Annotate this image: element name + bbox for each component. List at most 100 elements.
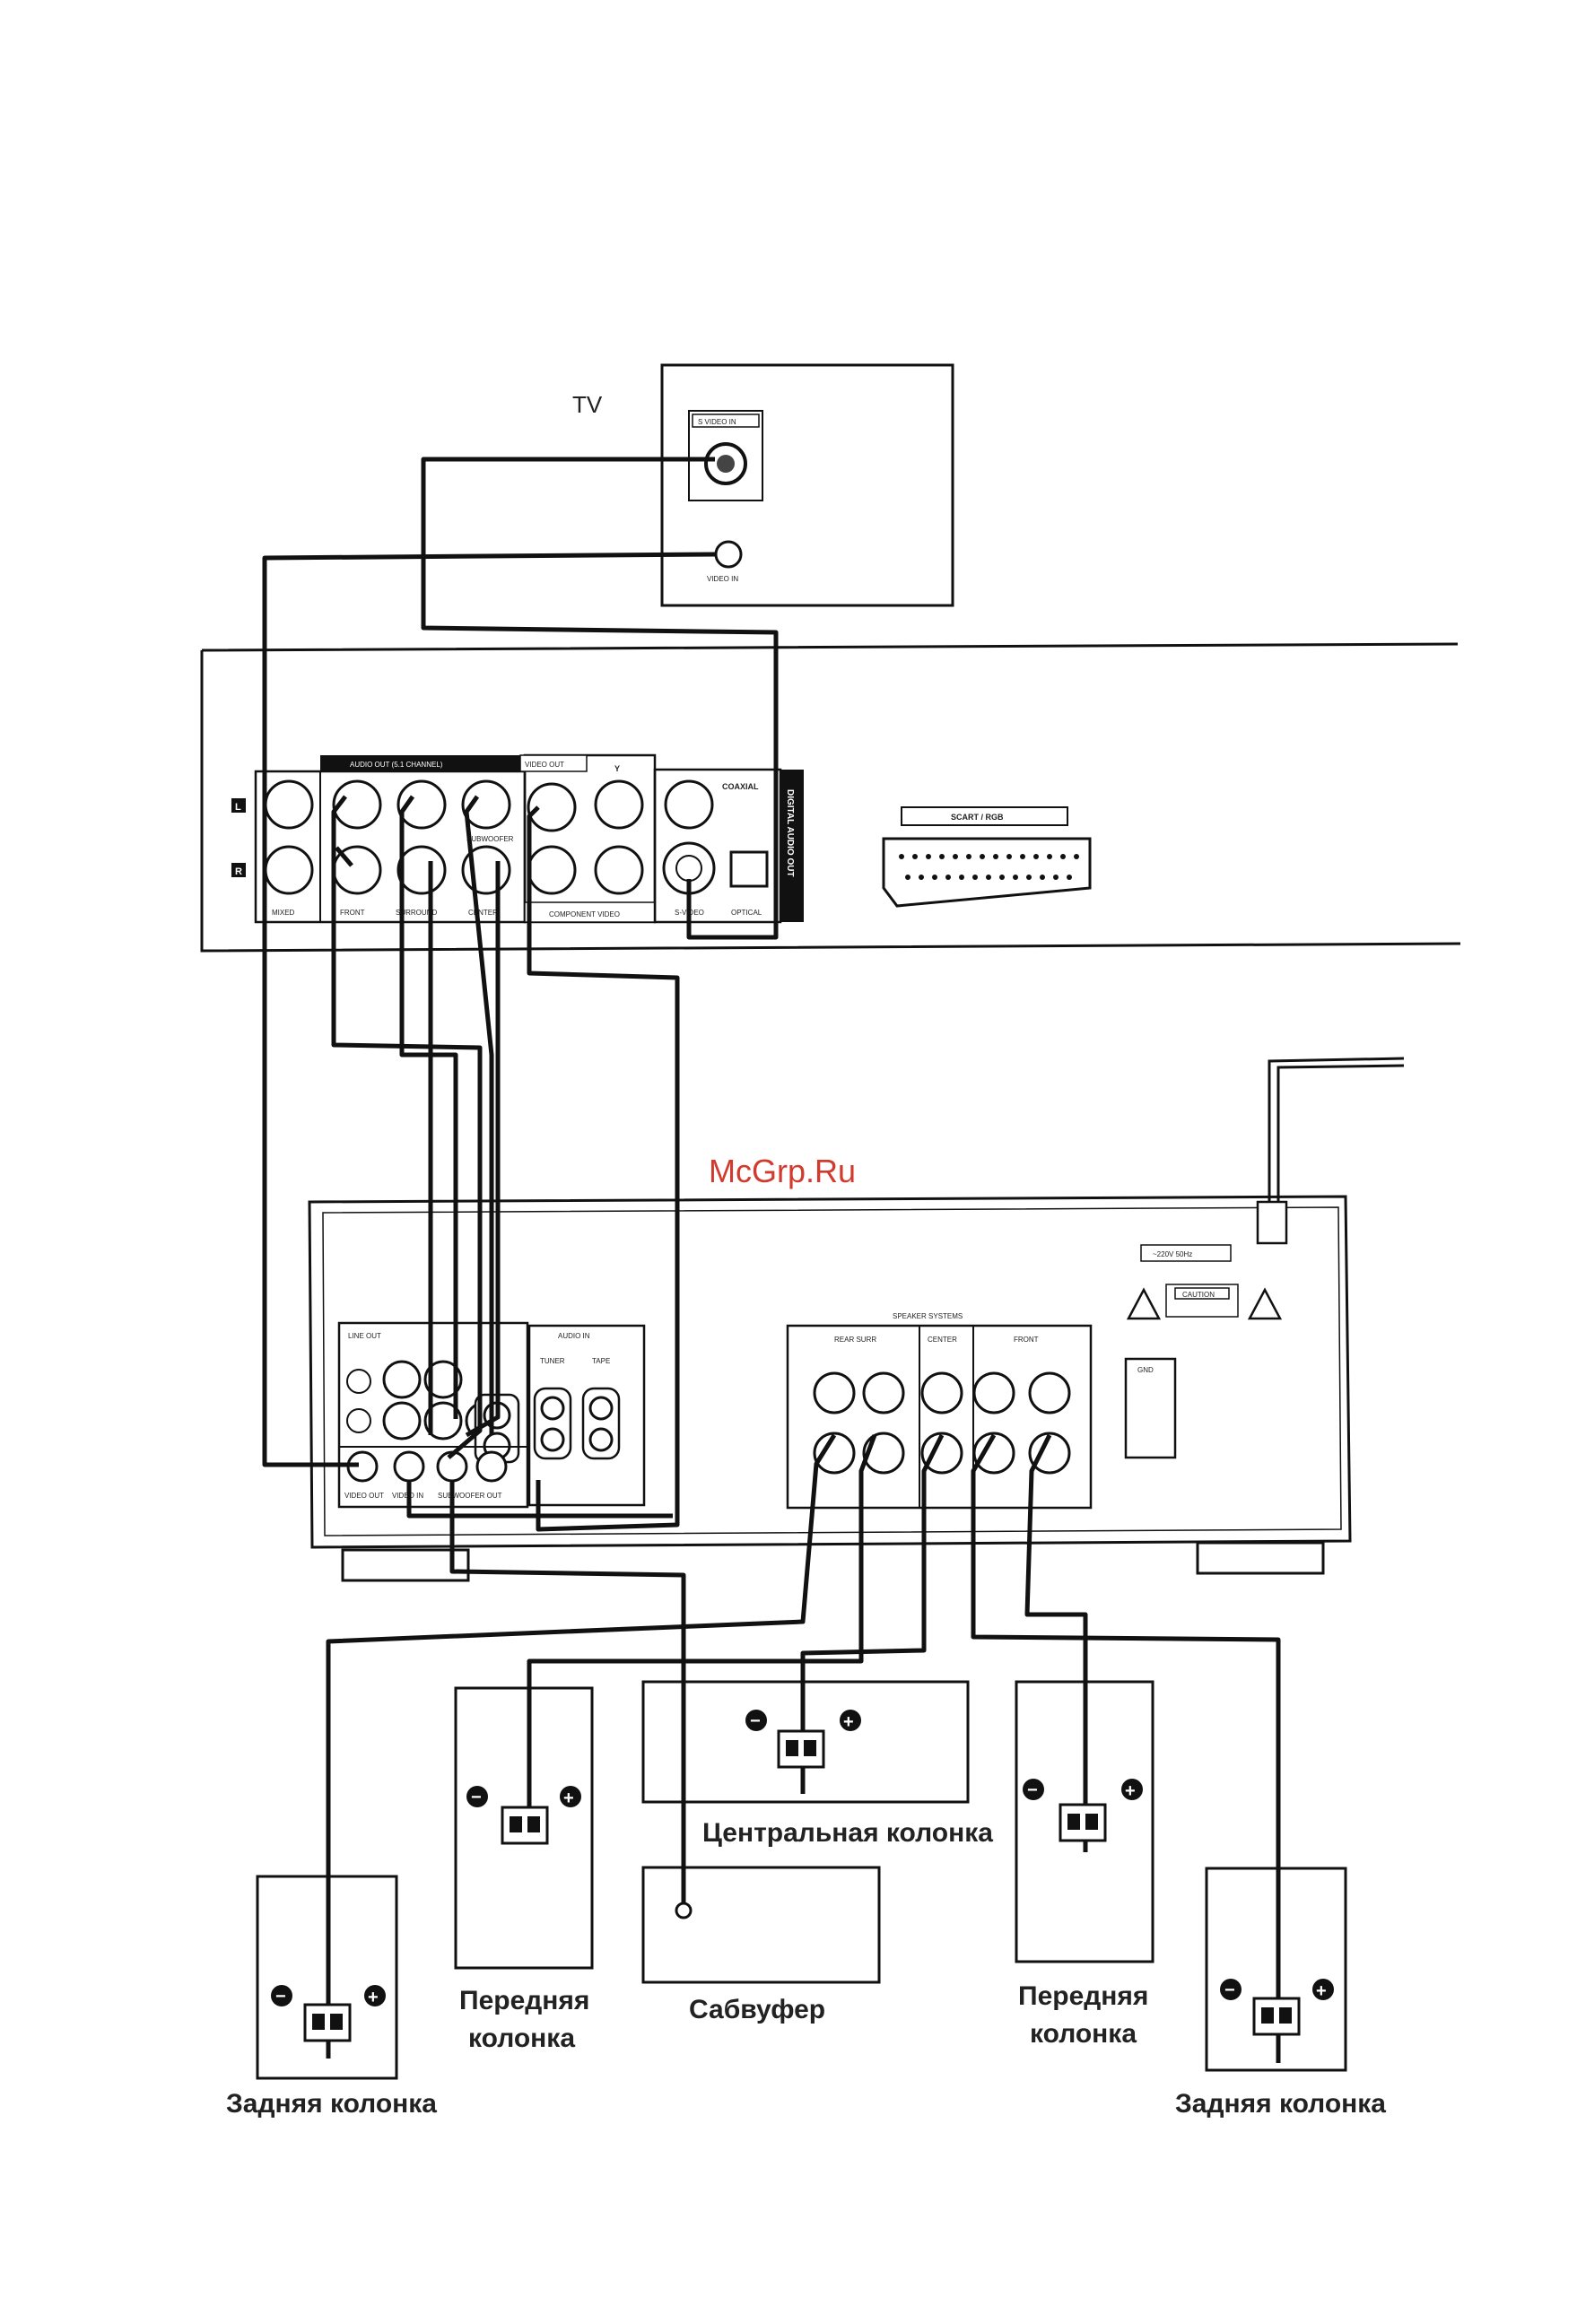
dvd-coaxial-jack[interactable] bbox=[664, 779, 714, 830]
receiver-front: FRONT bbox=[1014, 1336, 1039, 1344]
dvd-jack-center[interactable] bbox=[461, 779, 511, 895]
rear-right-minus-icon bbox=[1220, 1979, 1242, 2000]
front-left-terminal[interactable] bbox=[501, 1806, 549, 1845]
tv-panel: TV S VIDEO IN VIDEO IN bbox=[572, 363, 954, 607]
svg-text:+: + bbox=[1316, 1981, 1327, 2001]
front-right-terminal[interactable] bbox=[1059, 1803, 1107, 1842]
front-right-plus-icon bbox=[1121, 1779, 1143, 1800]
dvd-jack-front[interactable] bbox=[332, 779, 382, 895]
receiver-dvd-fl-jack[interactable] bbox=[382, 1360, 422, 1399]
dvd-coaxial-label: COAXIAL bbox=[722, 782, 759, 791]
terminal-front-r-minus[interactable] bbox=[1028, 1432, 1071, 1475]
front-left-plus-icon bbox=[560, 1786, 581, 1807]
tv-svideo-label: S VIDEO IN bbox=[698, 418, 736, 426]
front-left-label-2: колонка bbox=[468, 2024, 575, 2053]
dvd-scart-label: SCART / RGB bbox=[951, 813, 1004, 822]
receiver-center: CENTER bbox=[928, 1336, 957, 1344]
receiver-speaker-systems: SPEAKER SYSTEMS bbox=[893, 1312, 963, 1320]
receiver-video-in-jack[interactable] bbox=[393, 1450, 425, 1483]
svg-text:+: + bbox=[563, 1789, 574, 1808]
center-plus-icon bbox=[840, 1710, 861, 1731]
terminal-front-r-plus[interactable] bbox=[1028, 1371, 1071, 1414]
dvd-pr-jack[interactable] bbox=[594, 845, 644, 895]
dvd-label-center: CENTER bbox=[468, 909, 498, 917]
terminal-rear-l-minus[interactable] bbox=[813, 1432, 856, 1475]
tv-video-in-jack[interactable] bbox=[714, 540, 743, 569]
receiver-audio-in: AUDIO IN bbox=[558, 1332, 590, 1340]
rear-right-plus-icon bbox=[1312, 1979, 1334, 2000]
dvd-scart-connector[interactable] bbox=[882, 837, 1092, 908]
receiver-tuner: TUNER bbox=[540, 1357, 565, 1365]
svg-text:−: − bbox=[275, 1987, 286, 2006]
dvd-optical-label: OPTICAL bbox=[731, 909, 762, 917]
tv-title: TV bbox=[572, 391, 603, 418]
speaker-front-left: − + Передняя колонка bbox=[454, 1686, 594, 2053]
dvd-label-subwoofer: SUBWOOFER bbox=[466, 835, 514, 843]
dvd-l-label: L bbox=[235, 802, 241, 813]
dvd-component-video-label: COMPONENT VIDEO bbox=[549, 910, 620, 918]
center-minus-icon bbox=[745, 1710, 767, 1731]
dvd-video-out-jack[interactable] bbox=[527, 782, 577, 832]
dvd-label-mixed: MIXED bbox=[272, 909, 295, 917]
dvd-audio-out-header: AUDIO OUT (5.1 CHANNEL) bbox=[350, 761, 443, 769]
rear-left-plus-icon bbox=[364, 1985, 386, 2006]
receiver-rear-surr: REAR SURR bbox=[834, 1336, 876, 1344]
speaker-front-right: − + Передняя колонка bbox=[1015, 1680, 1154, 2049]
svg-text:−: − bbox=[471, 1788, 482, 1807]
dvd-player: L R AUDIO OUT (5.1 CHANNEL) MIXED FRONT … bbox=[200, 642, 1461, 953]
front-left-minus-icon bbox=[466, 1786, 488, 1807]
receiver-sub-out-label: SUBWOOFER OUT bbox=[438, 1492, 502, 1500]
front-left-label-1: Передняя bbox=[459, 1986, 589, 2015]
terminal-front-l-minus[interactable] bbox=[972, 1432, 1015, 1475]
rear-left-terminal[interactable] bbox=[303, 2003, 352, 2042]
dvd-y-jack[interactable] bbox=[594, 779, 644, 830]
receiver-video-out-label: VIDEO OUT bbox=[344, 1492, 384, 1500]
rear-left-minus-icon bbox=[271, 1985, 292, 2006]
svg-text:−: − bbox=[1224, 1980, 1235, 2000]
dvd-video-out-header: VIDEO OUT bbox=[525, 761, 564, 769]
tv-video-in-label: VIDEO IN bbox=[707, 575, 738, 583]
dvd-y-label: Y bbox=[614, 764, 620, 773]
dvd-pb-jack[interactable] bbox=[527, 845, 577, 895]
front-right-label-2: колонка bbox=[1030, 2019, 1137, 2049]
dvd-jack-surround[interactable] bbox=[396, 779, 447, 895]
receiver-tape: TAPE bbox=[592, 1357, 610, 1365]
receiver-gnd: GND bbox=[1137, 1366, 1154, 1374]
dvd-r-label: R bbox=[235, 866, 242, 877]
receiver-dvd-sr-jack[interactable] bbox=[423, 1401, 463, 1441]
center-terminal[interactable] bbox=[777, 1729, 825, 1769]
dvd-optical-jack[interactable] bbox=[729, 850, 769, 888]
dvd-label-front: FRONT bbox=[340, 909, 365, 917]
dvd-digital-audio-out: DIGITAL AUDIO OUT bbox=[785, 789, 795, 877]
tv-svideo-box bbox=[688, 410, 763, 501]
front-right-minus-icon bbox=[1023, 1779, 1044, 1800]
receiver-dvd-fr-jack[interactable] bbox=[423, 1360, 463, 1399]
receiver-dvd-sl-jack[interactable] bbox=[382, 1401, 422, 1441]
speaker-center: − + Центральная колонка bbox=[641, 1680, 993, 1848]
subwoofer-input-jack[interactable] bbox=[675, 1902, 693, 1919]
terminal-front-l-plus[interactable] bbox=[972, 1371, 1015, 1414]
svg-text:+: + bbox=[843, 1712, 854, 1732]
svg-text:−: − bbox=[1027, 1780, 1038, 1800]
center-label: Центральная колонка bbox=[702, 1818, 993, 1848]
dvd-jack-mixed[interactable] bbox=[264, 779, 314, 895]
subwoofer-label: Сабвуфер bbox=[689, 1995, 825, 2024]
terminal-rear-l-plus[interactable] bbox=[813, 1371, 856, 1414]
svg-text:−: − bbox=[750, 1711, 761, 1731]
front-right-label-1: Передняя bbox=[1018, 1981, 1148, 2011]
receiver-voltage: ~220V 50Hz bbox=[1153, 1250, 1192, 1258]
terminal-rear-r-plus[interactable] bbox=[862, 1371, 905, 1414]
svg-text:+: + bbox=[1125, 1781, 1136, 1801]
rear-right-terminal[interactable] bbox=[1252, 1997, 1301, 2036]
rear-left-label: Задняя колонка bbox=[226, 2089, 437, 2119]
speaker-rear-left: − + Задняя колонка bbox=[226, 1875, 437, 2119]
dvd-label-surround: SURROUND bbox=[396, 909, 437, 917]
rear-right-label: Задняя колонка bbox=[1175, 2089, 1386, 2119]
receiver-caution: CAUTION bbox=[1182, 1291, 1215, 1299]
speaker-rear-right: − + Задняя колонка bbox=[1175, 1867, 1386, 2119]
cables bbox=[262, 457, 1281, 2063]
terminal-center-plus[interactable] bbox=[920, 1371, 963, 1414]
terminal-center-minus[interactable] bbox=[920, 1432, 963, 1475]
speaker-subwoofer: Сабвуфер bbox=[641, 1866, 881, 2024]
